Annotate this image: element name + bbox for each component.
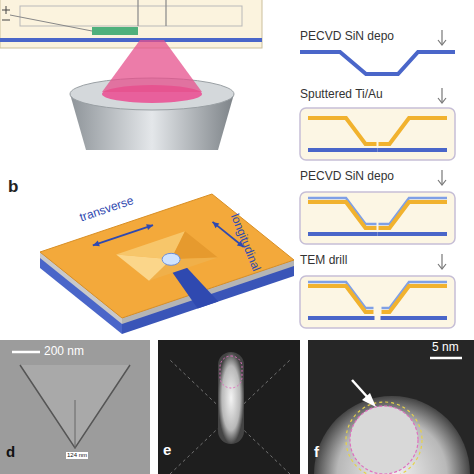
panel-letter: d [6,444,15,461]
step-arrow [438,264,446,269]
wire [165,0,166,26]
pit-edge [75,400,76,448]
pore-blob [218,352,244,444]
panel-letter: e [163,442,171,459]
process-flow [300,30,455,328]
pit-edge [20,365,130,448]
membrane-layer [0,38,262,42]
step-label: Sputtered Ti/Au [300,88,383,101]
panel-letter: b [8,178,18,197]
pore-outline [346,402,422,474]
gold-layer [379,202,448,228]
step-arrow [438,40,446,45]
gold-layer [382,286,448,312]
electrode [92,27,138,35]
gold-layer [308,202,377,228]
pore-glow [314,396,470,474]
gold-layer [308,286,374,312]
pointer-arrow [362,393,376,407]
laser-cone [102,40,202,92]
sin-membrane [308,316,375,320]
sin-membrane [378,148,448,152]
cross-section-frame [300,108,455,160]
sin-layer [382,52,455,74]
device-3d [40,194,294,334]
measure-label: 124 nm [66,452,88,459]
battery-symbol [6,6,7,14]
step-arrow [441,254,442,268]
step-arrow [441,170,442,184]
sin-layer [300,52,382,74]
pore-outline [220,356,242,388]
step-label: TEM drill [300,254,347,267]
direction-arrow [93,225,153,245]
chip-housing [0,0,262,48]
direction-label: transverse [78,194,135,224]
sin-membrane [381,316,448,320]
scale-bar [430,357,462,360]
panel-letter: f [314,444,319,461]
step-label: PECVD SiN depo [300,30,394,43]
arrow-head [213,222,220,228]
step-arrow [441,88,442,102]
wire [137,0,138,26]
scale-label: 200 nm [44,345,84,358]
wire [10,15,92,31]
scale-bar [12,351,40,354]
sin-membrane [378,232,448,236]
gold-layer [379,118,448,144]
step-arrow [438,180,446,185]
setup-illustration [0,0,262,150]
scale-label: 5 nm [432,341,459,354]
gold-top-face [40,194,294,318]
battery-symbol [2,20,10,21]
gold-layer [308,118,377,144]
step-arrow [441,30,442,44]
sem-pit [20,365,130,448]
sin-membrane [308,148,378,152]
micrographs [0,340,474,474]
step-arrow [438,98,446,103]
cross-section-frame [300,276,455,328]
arrow-head [93,241,100,247]
sin-membrane [308,232,378,236]
arrow-head [146,224,153,230]
tem-image [158,340,300,474]
pore-outline [350,406,418,474]
cross-section-frame [300,192,455,244]
step-label: PECVD SiN depo [300,170,394,183]
nanopore [162,253,180,265]
sem-image [0,340,150,474]
